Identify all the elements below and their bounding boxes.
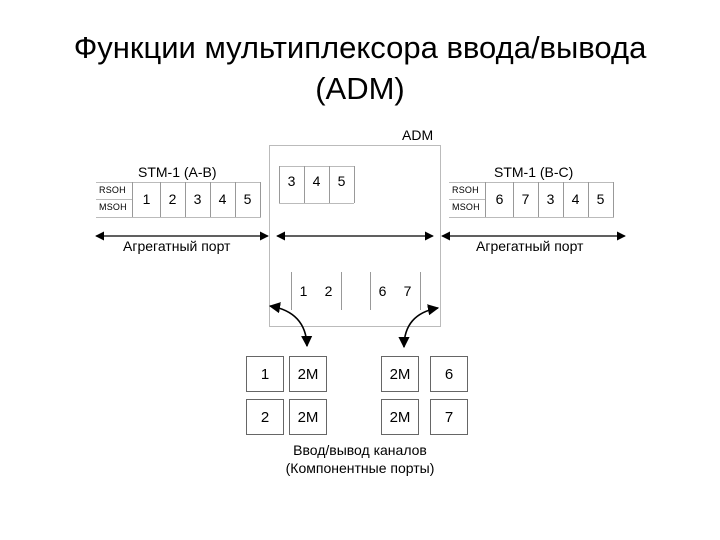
tributary-number-box: 7 bbox=[430, 399, 468, 435]
adm-cell: 5 bbox=[337, 173, 346, 189]
adm-drop-cell: 7 bbox=[403, 283, 412, 299]
stm-cell: 1 bbox=[142, 191, 151, 207]
tributary-number-box: 2 bbox=[246, 399, 284, 435]
msoh-label: MSOH bbox=[452, 202, 480, 212]
stm-left-frame bbox=[96, 182, 261, 218]
stm-cell: 3 bbox=[193, 191, 202, 207]
stm-cell: 4 bbox=[218, 191, 227, 207]
adm-drop-cell: 1 bbox=[299, 283, 308, 299]
tributary-rate-box: 2M bbox=[381, 356, 419, 392]
stm-cell: 7 bbox=[521, 191, 530, 207]
msoh-label: MSOH bbox=[99, 202, 127, 212]
adm-drop-cell: 6 bbox=[378, 283, 387, 299]
adm-cell: 4 bbox=[312, 173, 321, 189]
stm-cell: 5 bbox=[243, 191, 252, 207]
stm-cell: 2 bbox=[168, 191, 177, 207]
tributary-caption-line1: Ввод/вывод каналов bbox=[293, 442, 427, 458]
adm-drop-cell: 2 bbox=[324, 283, 333, 299]
stm-left-label: STM-1 (A-B) bbox=[138, 164, 217, 180]
stm-cell: 6 bbox=[495, 191, 504, 207]
tributary-rate-box: 2M bbox=[289, 356, 327, 392]
tributary-rate-box: 2M bbox=[381, 399, 419, 435]
aggregate-port-right-label: Агрегатный порт bbox=[476, 238, 584, 254]
tributary-rate-box: 2M bbox=[289, 399, 327, 435]
page-title: Функции мультиплексора ввода/вывода bbox=[73, 30, 647, 65]
tributary-number-box: 1 bbox=[246, 356, 284, 392]
aggregate-port-left-label: Агрегатный порт bbox=[123, 238, 231, 254]
adm-box bbox=[269, 145, 441, 327]
adm-top-cells bbox=[279, 166, 354, 204]
stm-right-label: STM-1 (B-C) bbox=[494, 164, 574, 180]
stm-cell: 5 bbox=[596, 191, 605, 207]
tributary-caption-line2: (Компонентные порты) bbox=[285, 460, 435, 476]
stm-cell: 3 bbox=[546, 191, 555, 207]
rsoh-label: RSOH bbox=[452, 185, 479, 195]
page-subtitle: (ADM) bbox=[315, 71, 405, 106]
stm-cell: 4 bbox=[571, 191, 580, 207]
tributary-number-box: 6 bbox=[430, 356, 468, 392]
stm-right-frame bbox=[449, 182, 614, 218]
adm-cell: 3 bbox=[287, 173, 296, 189]
adm-label: ADM bbox=[402, 127, 434, 143]
rsoh-label: RSOH bbox=[99, 185, 126, 195]
